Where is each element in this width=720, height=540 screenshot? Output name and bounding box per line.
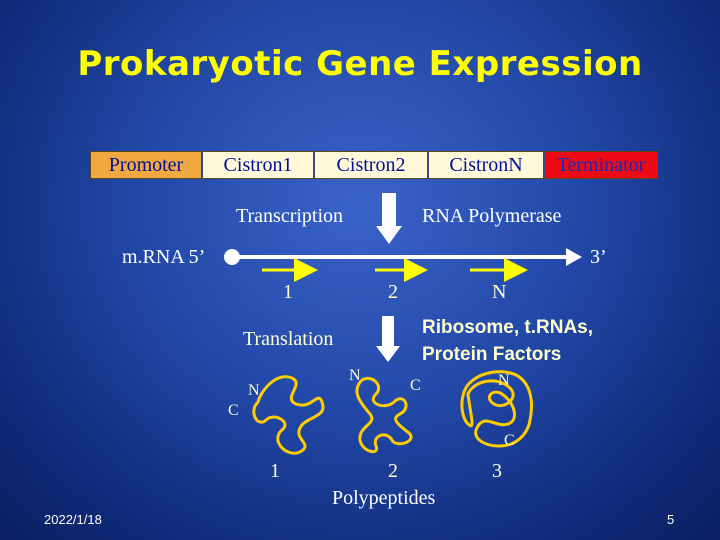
gene-bar: Promoter Cistron1 Cistron2 CistronN Term… <box>90 151 658 179</box>
polypeptide-2-coil <box>355 377 413 454</box>
ribosome-label-line2: Protein Factors <box>422 344 562 365</box>
polypeptides-label: Polypeptides <box>332 487 436 509</box>
transcription-label: Transcription <box>236 205 344 227</box>
polypeptide-number-1: 1 <box>270 460 280 482</box>
slide-date: 2022/1/18 <box>44 512 102 527</box>
mrna-3-label: 3’ <box>590 246 607 268</box>
polypeptide-1-coil <box>252 375 325 455</box>
rna-polymerase-label: RNA Polymerase <box>422 205 562 227</box>
terminus-c-3: C <box>504 432 515 449</box>
slide-page-number: 5 <box>667 512 675 527</box>
translation-label: Translation <box>243 328 334 350</box>
cistron1-segment: Cistron1 <box>203 152 315 178</box>
mrna-5-cap <box>224 249 240 265</box>
cistronN-segment: CistronN <box>429 152 545 178</box>
mrna-3-arrowhead <box>566 248 582 266</box>
mrna-5-label: m.RNA 5’ <box>122 246 206 268</box>
ribosome-label-line1: Ribosome, t.RNAs, <box>422 317 594 338</box>
cistron-number-2: 2 <box>388 281 398 303</box>
terminus-n-1: N <box>248 382 260 399</box>
terminus-n-2: N <box>349 367 361 384</box>
transcription-arrow <box>376 193 402 244</box>
cistron-number-1: 1 <box>283 281 293 303</box>
promoter-segment: Promoter <box>91 152 203 178</box>
terminator-segment: Terminator <box>545 152 657 178</box>
translation-arrow <box>376 316 400 362</box>
terminus-c-2: C <box>410 377 421 394</box>
polypeptide-3-coil <box>460 370 533 448</box>
slide-title: Prokaryotic Gene Expression <box>77 44 643 84</box>
cistron2-segment: Cistron2 <box>315 152 429 178</box>
polypeptide-number-2: 2 <box>388 460 398 482</box>
cistron-number-n: N <box>492 281 507 303</box>
terminus-n-3: N <box>498 372 510 389</box>
polypeptide-number-3: 3 <box>492 460 502 482</box>
terminus-c-1: C <box>228 402 239 419</box>
